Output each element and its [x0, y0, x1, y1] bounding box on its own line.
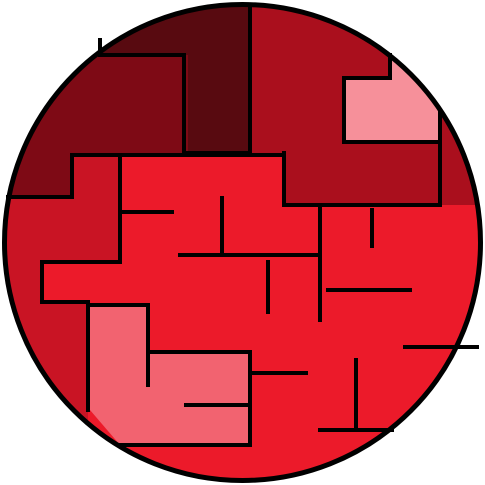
outline-medium-left	[40, 153, 122, 412]
outline-center-top-edge	[118, 151, 286, 157]
outline-dark-red	[282, 53, 442, 207]
outline-dark-top-left	[6, 153, 122, 199]
outline-pink	[88, 303, 252, 447]
piece-pink-bottom-left[interactable]	[90, 305, 250, 445]
puzzle-outlines	[6, 6, 479, 447]
piece-darkest-top[interactable]	[100, 0, 250, 153]
